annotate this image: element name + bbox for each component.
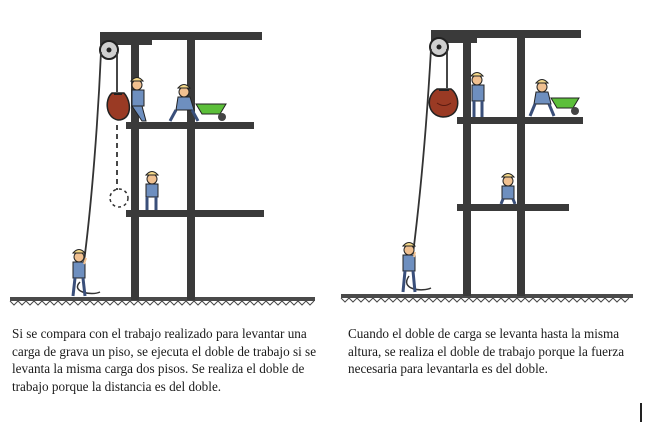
- pulley-icon: [99, 40, 119, 60]
- rope: [76, 51, 118, 295]
- worker-icon: [129, 77, 147, 122]
- ground: [340, 294, 633, 303]
- double-gravel-sack-icon: [428, 88, 459, 118]
- worker-pulling-icon: [401, 242, 417, 293]
- left-panel: Si se compara con el trabajo realizado p…: [9, 32, 317, 394]
- building-frame: [100, 32, 264, 300]
- right-panel: Cuando el doble de carga se levanta hast…: [327, 0, 654, 432]
- pulley-icon: [429, 37, 449, 57]
- worker-icon: [469, 72, 485, 117]
- ghost-sack-icon: [109, 188, 129, 208]
- left-caption: Si se compara con el trabajo realizado p…: [12, 326, 317, 394]
- right-caption: Cuando el doble de carga se levanta hast…: [348, 326, 625, 376]
- ground: [9, 297, 315, 306]
- worker-icon: [144, 171, 160, 210]
- text-cursor: [640, 403, 642, 422]
- worker-wheelbarrow-icon: [168, 84, 227, 122]
- worker-wheelbarrow-icon: [528, 79, 580, 117]
- gravel-sack-icon: [106, 92, 131, 121]
- right-illustration: [340, 30, 633, 303]
- left-illustration: [9, 32, 315, 306]
- building-frame: [431, 30, 583, 296]
- worker-icon: [499, 173, 517, 205]
- worker-pulling-icon: [71, 249, 87, 297]
